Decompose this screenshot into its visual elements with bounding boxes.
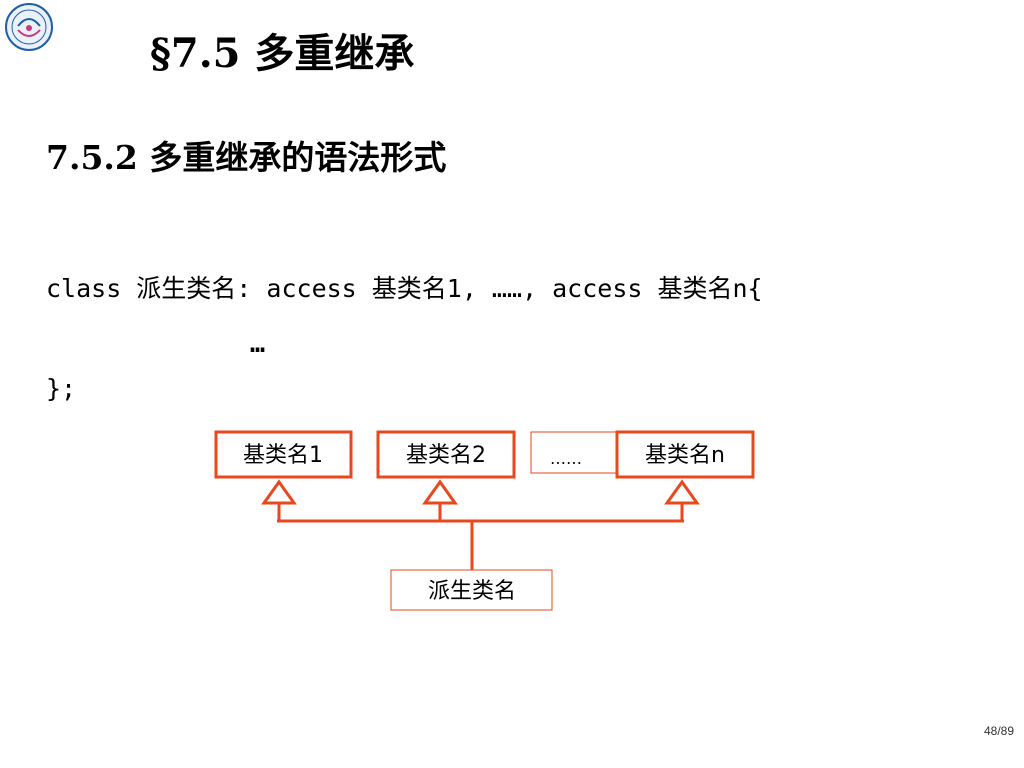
code-line-closing-brace: };	[46, 374, 77, 403]
section-subtitle: 7.5.2 多重继承的语法形式	[46, 138, 447, 177]
base-class-n-label: 基类名n	[645, 443, 725, 468]
inheritance-connectors	[277, 503, 684, 570]
base-class-2-box	[376, 430, 516, 479]
base-class-n-box	[615, 430, 755, 479]
inheritance-arrow-n	[664, 479, 700, 505]
base-class-1-label: 基类名1	[243, 443, 323, 468]
inheritance-arrow-2	[422, 479, 458, 505]
code-line-class-declaration: class 派生类名: access 基类名1, ……, access 基类名n…	[46, 274, 763, 303]
derived-class-box	[390, 569, 553, 611]
derived-class-label: 派生类名	[428, 579, 516, 604]
page-number: 48/89	[983, 724, 1014, 738]
base-class-2-label: 基类名2	[406, 443, 486, 468]
code-line-body-ellipsis: …	[250, 329, 266, 358]
slide-title: §7.5 多重继承	[150, 30, 415, 77]
ellipsis-label: ……	[550, 449, 582, 468]
inheritance-arrow-1	[261, 479, 297, 505]
ellipsis-box	[530, 431, 622, 474]
base-class-1-box	[214, 430, 353, 479]
university-seal-icon	[5, 3, 53, 51]
